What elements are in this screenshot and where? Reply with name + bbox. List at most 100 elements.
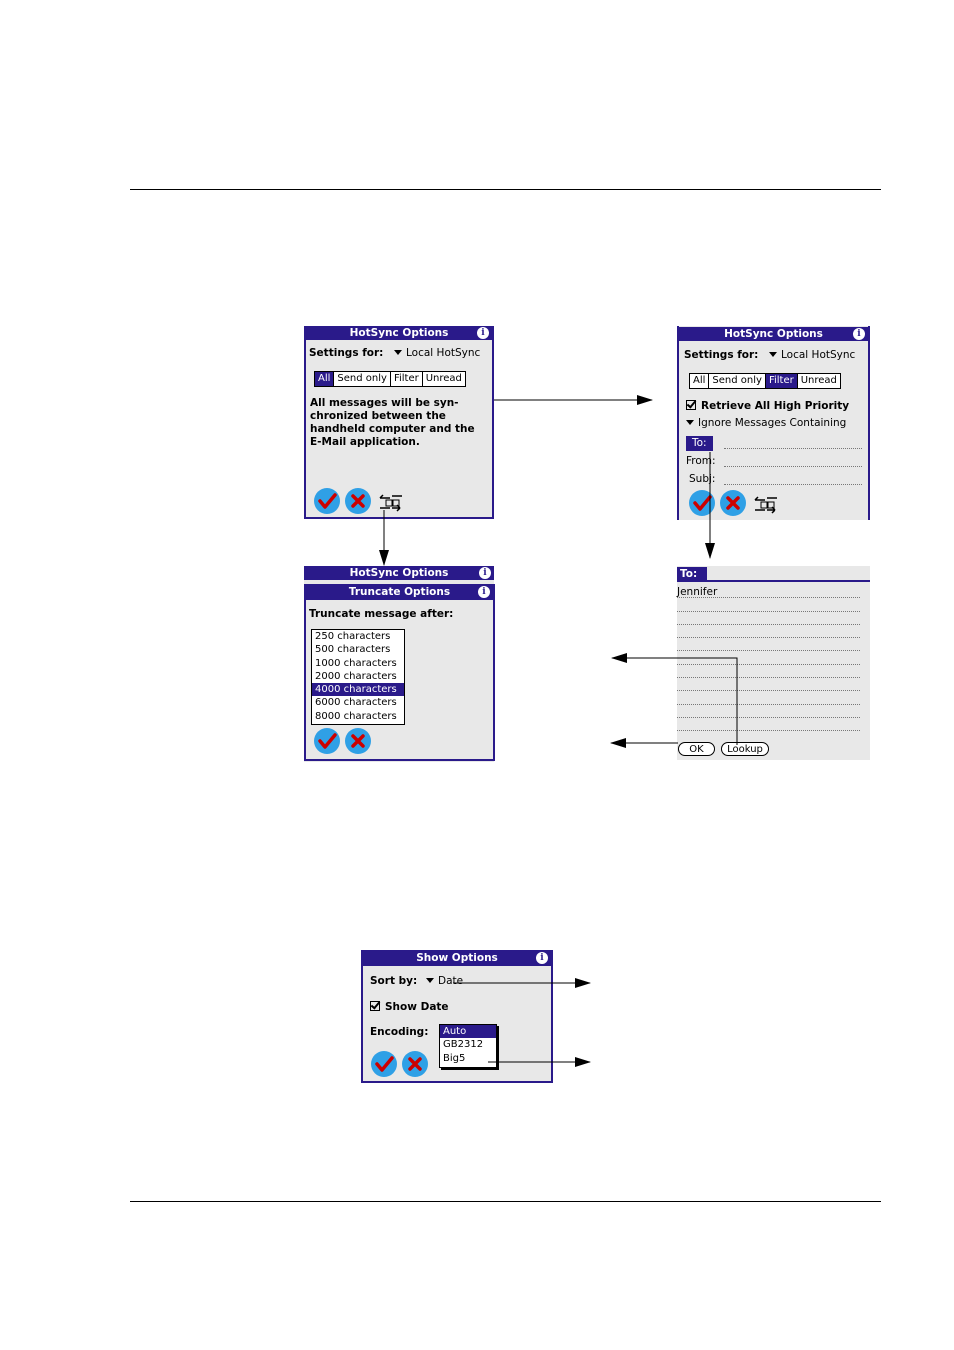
cancel-button[interactable]	[720, 490, 746, 516]
text-line[interactable]	[677, 717, 860, 718]
to-input-line[interactable]	[724, 448, 862, 449]
to-field-editor: To: Jennifer OK Lookup	[677, 566, 870, 760]
sort-value: Date	[438, 975, 464, 987]
ignore-messages-dropdown[interactable]: Ignore Messages Containing	[682, 417, 846, 430]
list-item[interactable]: 250 characters	[315, 631, 391, 642]
info-icon[interactable]: i	[536, 952, 548, 964]
window-title: HotSync Options i	[679, 327, 868, 341]
ok-button[interactable]	[314, 488, 340, 514]
list-item[interactable]: 6000 characters	[315, 697, 397, 709]
description-line: E-Mail application.	[310, 436, 420, 448]
ok-button[interactable]: OK	[678, 742, 715, 756]
cancel-button[interactable]	[345, 728, 371, 754]
text-line[interactable]	[677, 690, 860, 691]
info-icon[interactable]: i	[853, 328, 865, 340]
x-icon	[351, 494, 365, 508]
hotsync-options-icon[interactable]	[753, 496, 779, 514]
subj-label: Subj:	[689, 473, 716, 485]
dropdown-triangle-icon	[394, 350, 402, 355]
checkmark-icon	[318, 493, 337, 509]
dropdown-triangle-icon	[426, 978, 434, 983]
list-item[interactable]: 500 characters	[315, 644, 391, 656]
retrieve-high-priority-checkbox[interactable]: Retrieve All High Priority	[686, 400, 849, 413]
ignore-label: Ignore Messages Containing	[698, 417, 847, 429]
settings-value: Local HotSync	[406, 347, 481, 359]
show-date-checkbox[interactable]: Show Date	[370, 1001, 449, 1014]
info-icon[interactable]: i	[479, 567, 491, 579]
ok-button[interactable]	[689, 490, 715, 516]
settings-dropdown[interactable]: Local HotSync	[765, 349, 855, 362]
text-line[interactable]	[677, 677, 860, 678]
truncate-length-list: 250 characters 500 characters 1000 chara…	[311, 629, 405, 725]
subj-input-line[interactable]	[724, 484, 862, 485]
x-icon	[726, 496, 740, 510]
list-item[interactable]: GB2312	[443, 1039, 484, 1051]
tab-filter[interactable]: Filter	[765, 374, 798, 388]
sync-mode-selector: All Send only Filter Unread	[314, 371, 466, 387]
sync-mode-selector: All Send only Filter Unread	[689, 373, 841, 389]
parent-window-title: HotSync Options i	[304, 566, 494, 580]
list-item[interactable]: Big5	[443, 1052, 466, 1064]
text-line[interactable]	[677, 730, 860, 731]
sort-by-dropdown[interactable]: Date	[422, 975, 463, 988]
x-icon	[351, 734, 365, 748]
info-icon[interactable]: i	[477, 327, 489, 339]
description-line: handheld computer and the	[310, 423, 475, 435]
tab-send-only[interactable]: Send only	[334, 372, 391, 386]
list-item[interactable]: 1000 characters	[315, 657, 397, 669]
lookup-button[interactable]: Lookup	[721, 742, 769, 756]
text-line[interactable]	[677, 624, 860, 625]
tab-filter[interactable]: Filter	[391, 372, 423, 386]
info-icon[interactable]: i	[478, 586, 490, 598]
tab-unread[interactable]: Unread	[425, 373, 462, 384]
hotsync-options-all-window: HotSync Options i Settings for: Local Ho…	[304, 326, 494, 519]
show-date-label: Show Date	[385, 1001, 449, 1013]
truncate-prompt: Truncate message after:	[309, 608, 454, 620]
checkmark-icon	[693, 495, 712, 511]
cancel-button[interactable]	[402, 1051, 428, 1077]
hotsync-options-filter-window: HotSync Options i Settings for: Local Ho…	[677, 326, 870, 520]
text-line[interactable]	[677, 597, 860, 598]
tab-unread[interactable]: Unread	[800, 375, 837, 386]
to-value: Jennifer	[677, 586, 718, 598]
tab-all[interactable]: All	[315, 372, 335, 386]
text-line[interactable]	[677, 664, 860, 665]
tab-send-only[interactable]: Send only	[709, 374, 766, 388]
text-line[interactable]	[677, 637, 860, 638]
cancel-button[interactable]	[345, 488, 371, 514]
encoding-label: Encoding:	[370, 1026, 429, 1038]
settings-dropdown[interactable]: Local HotSync	[390, 347, 480, 360]
x-icon	[408, 1057, 422, 1071]
from-label: From:	[686, 455, 716, 467]
arrow-lookup-callout	[611, 653, 738, 745]
dialog-title: Truncate Options i	[306, 584, 493, 600]
description-line: All messages will be syn-	[310, 397, 459, 409]
list-item-selected[interactable]: 4000 characters	[312, 683, 404, 697]
text-line[interactable]	[677, 704, 860, 705]
text-line[interactable]	[677, 611, 860, 612]
to-field-trigger[interactable]: To:	[686, 436, 713, 451]
ok-button[interactable]	[371, 1051, 397, 1077]
retrieve-label: Retrieve All High Priority	[701, 400, 850, 412]
settings-value: Local HotSync	[781, 349, 856, 361]
list-item[interactable]: 8000 characters	[315, 710, 397, 722]
top-rule	[130, 189, 881, 190]
tab-all[interactable]: All	[690, 374, 710, 388]
show-options-window: Show Options i Sort by: Date Show Date E…	[361, 950, 553, 1083]
to-header-label: To:	[677, 567, 708, 582]
from-input-line[interactable]	[724, 466, 862, 467]
encoding-list: Auto GB2312 Big5	[439, 1024, 497, 1068]
sort-by-label: Sort by:	[370, 975, 418, 987]
ok-button[interactable]	[314, 728, 340, 754]
truncate-options-dialog: Truncate Options i Truncate message afte…	[304, 584, 495, 761]
checkmark-icon	[318, 733, 337, 749]
description-line: chronized between the	[310, 410, 446, 422]
list-item[interactable]: 2000 characters	[315, 670, 397, 682]
hotsync-options-icon[interactable]	[378, 494, 404, 512]
bottom-rule	[130, 1201, 881, 1202]
dropdown-triangle-icon	[769, 352, 777, 357]
text-line[interactable]	[677, 650, 860, 651]
list-item-selected[interactable]: Auto	[440, 1025, 496, 1039]
to-header-bar	[677, 580, 870, 582]
